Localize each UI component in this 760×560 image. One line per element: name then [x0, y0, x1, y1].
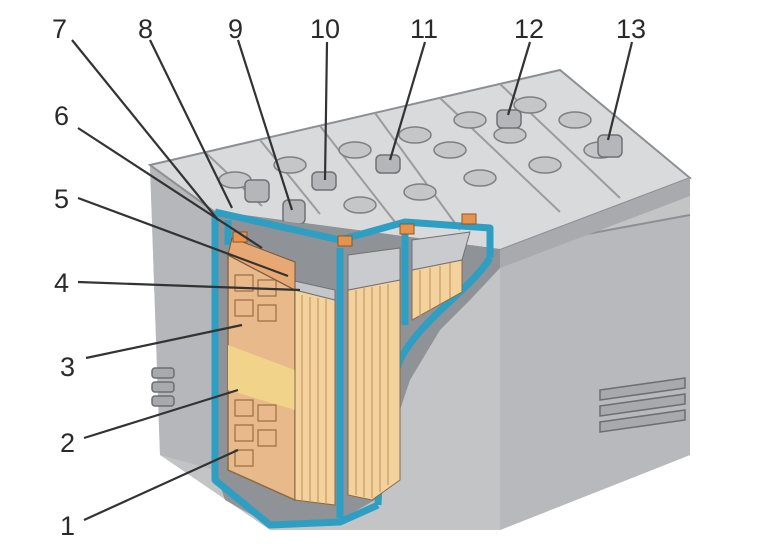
leader-line-7	[71, 39, 219, 221]
label-7: 7	[52, 14, 67, 44]
label-12: 12	[514, 14, 544, 44]
plate-block-2	[347, 247, 401, 501]
plate-block-3	[411, 231, 471, 321]
leader-lines	[71, 39, 634, 522]
leader-line-1	[83, 448, 239, 522]
label-9: 9	[228, 14, 243, 44]
leader-line-2	[83, 388, 239, 440]
label-10: 10	[310, 14, 340, 44]
label-4: 4	[54, 268, 69, 298]
label-13: 13	[616, 14, 646, 44]
leader-line-12	[506, 41, 532, 116]
label-1: 1	[60, 511, 75, 541]
label-8: 8	[138, 14, 153, 44]
label-5: 5	[54, 184, 69, 214]
leader-line-13	[606, 41, 634, 141]
leader-line-4	[77, 280, 301, 292]
plate-block-1	[227, 237, 336, 506]
leader-line-6	[77, 127, 263, 249]
leader-line-9	[236, 39, 294, 211]
label-6: 6	[54, 101, 69, 131]
case-handles	[151, 367, 686, 433]
label-2: 2	[60, 428, 75, 458]
leader-line-10	[323, 41, 329, 181]
label-3: 3	[60, 352, 75, 382]
leader-line-11	[388, 41, 427, 161]
leader-line-8	[149, 39, 233, 209]
label-11: 11	[410, 14, 438, 44]
leader-line-5	[77, 196, 289, 278]
callout-labels: 7 8 9 10 11 12 13 6 5 4 3 2 1	[52, 14, 646, 541]
leader-line-3	[85, 323, 243, 360]
